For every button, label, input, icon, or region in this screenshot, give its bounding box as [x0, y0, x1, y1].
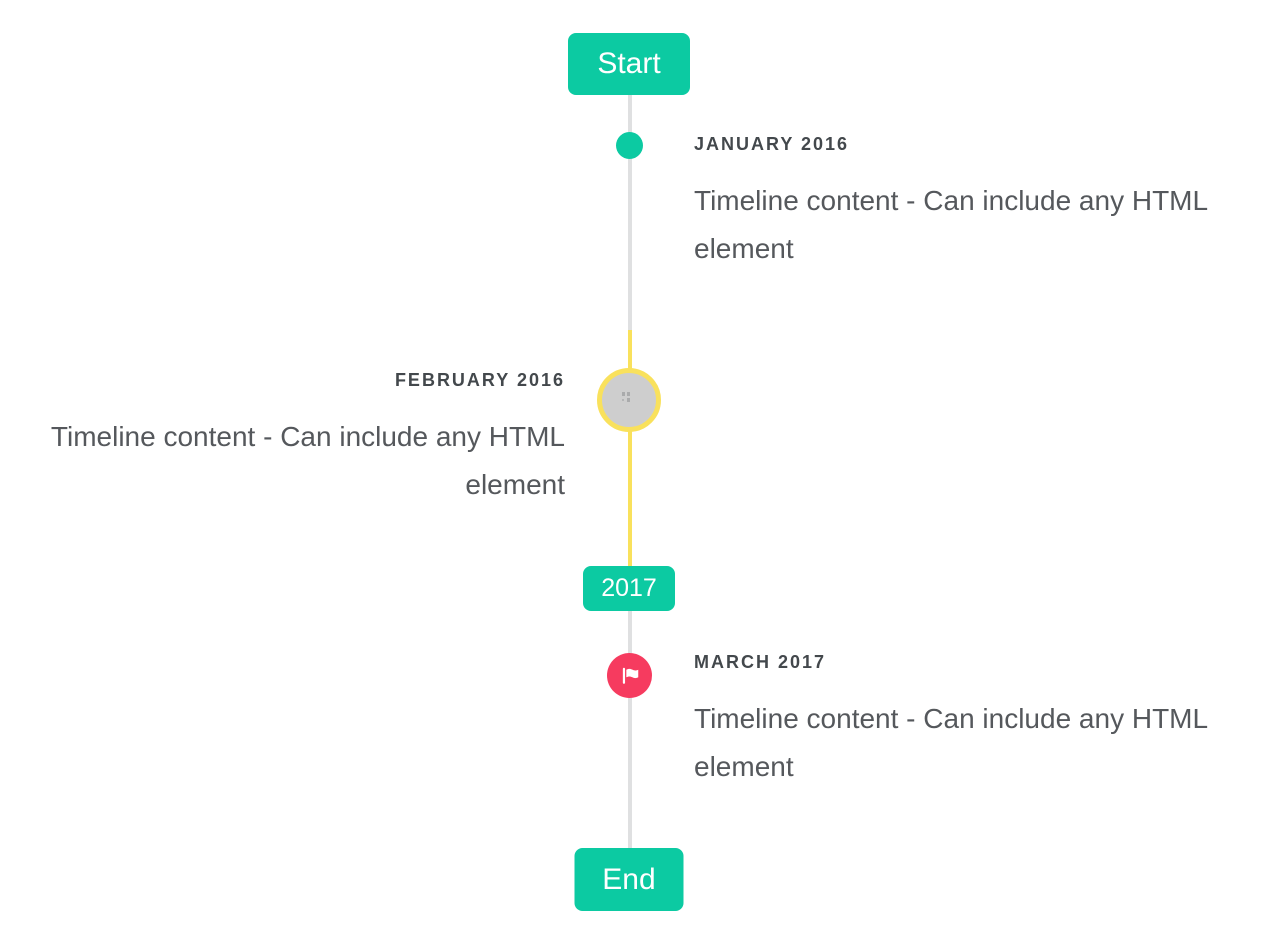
entry-date: MARCH 2017 — [694, 652, 827, 672]
timeline-line-highlight — [628, 330, 632, 567]
marker-dot-january — [616, 132, 643, 159]
broken-image-icon — [619, 390, 639, 411]
timeline-line-bottom — [628, 611, 632, 848]
timeline-entry-march: MARCH 2017 Timeline content - Can includ… — [694, 651, 1219, 791]
timeline-line-top — [628, 95, 632, 330]
entry-content: Timeline content - Can include any HTML … — [694, 185, 1208, 264]
entry-date: JANUARY 2016 — [694, 134, 850, 154]
timeline-entry-january: JANUARY 2016 Timeline content - Can incl… — [694, 133, 1219, 273]
marker-image-february — [597, 368, 661, 432]
entry-content: Timeline content - Can include any HTML … — [50, 421, 565, 500]
entry-date: FEBRUARY 2016 — [394, 370, 565, 390]
timeline-end-badge[interactable]: End — [574, 848, 684, 911]
timeline-entry-february: FEBRUARY 2016 Timeline content - Can inc… — [40, 369, 565, 509]
marker-flag-march — [607, 653, 652, 698]
flag-icon — [619, 665, 641, 687]
timeline-year-badge[interactable]: 2017 — [583, 566, 675, 611]
entry-content: Timeline content - Can include any HTML … — [694, 703, 1208, 782]
timeline-start-badge[interactable]: Start — [568, 33, 690, 95]
